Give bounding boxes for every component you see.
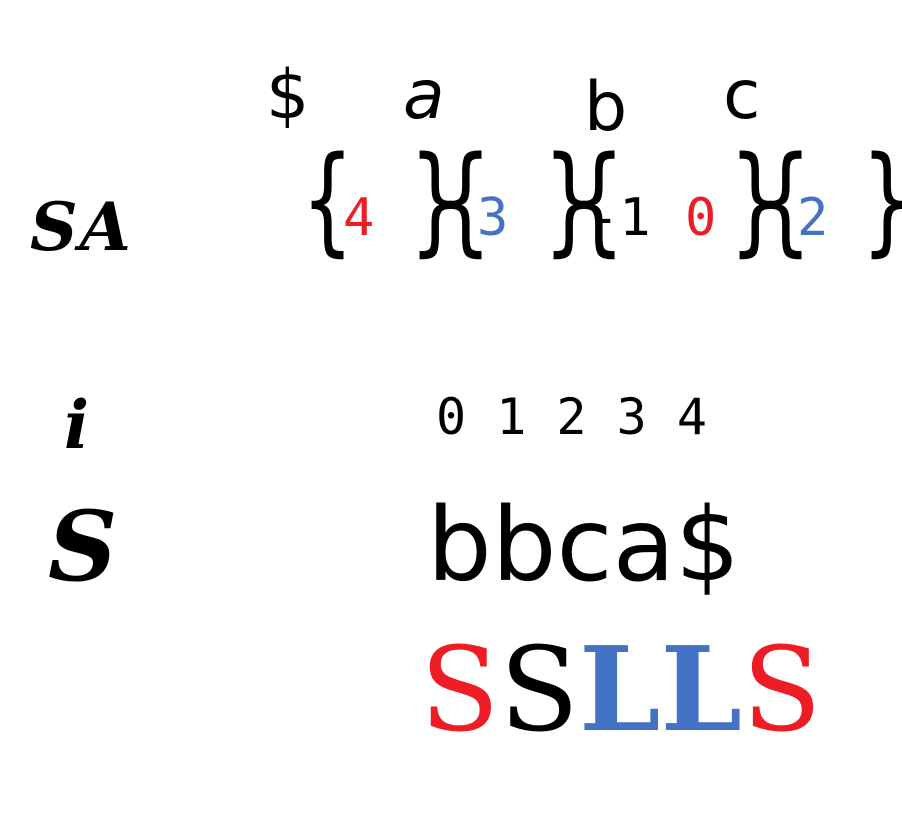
- type-letter: S: [499, 623, 579, 758]
- bucket-open-brace: {: [759, 130, 812, 268]
- bucket-close-brace: }: [729, 130, 782, 268]
- sa-entry: 3: [477, 188, 509, 248]
- bucket-close-brace: }: [861, 140, 902, 258]
- type-letter: L: [578, 622, 661, 758]
- sa-entry: -1: [588, 188, 651, 248]
- string-label: S: [48, 490, 118, 603]
- sa-entry: 2: [797, 188, 829, 248]
- bucket-open-brace: {: [572, 130, 625, 268]
- bucket-header-c: c: [723, 56, 761, 135]
- bucket-header-b: b: [584, 68, 628, 147]
- type-letter: L: [660, 622, 743, 758]
- bucket-close-brace: }: [409, 130, 462, 268]
- type-letter: S: [420, 623, 500, 758]
- bucket-header-dollar: $: [266, 56, 310, 135]
- bucket-close-brace: }: [543, 130, 596, 268]
- sa-entry: 4: [343, 188, 375, 248]
- index-numbers: 0 1 2 3 4: [436, 388, 707, 446]
- bucket-open-brace: {: [301, 130, 354, 268]
- bucket-header-a: a: [403, 56, 445, 135]
- type-letter: S: [742, 623, 822, 758]
- sa-entry: 0: [685, 188, 717, 248]
- index-label: i: [64, 386, 90, 464]
- suffix-array-label: SA: [30, 188, 133, 266]
- bucket-open-brace: {: [439, 130, 492, 268]
- suffix-types: SSLLS: [420, 622, 822, 758]
- input-string: bbca$: [427, 486, 740, 605]
